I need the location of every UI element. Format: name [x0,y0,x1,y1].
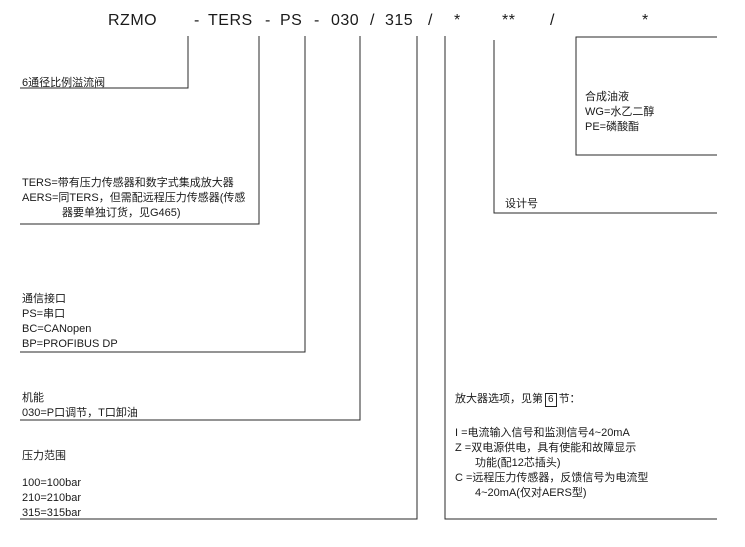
leader-comm [20,36,306,353]
sensor-line-1: TERS=带有压力传感器和数字式集成放大器 [22,177,234,189]
amplifier-option-i: I =电流输入信号和监测信号4~20mA [455,427,630,439]
code-dash: - [194,12,200,29]
code-slash: / [370,12,375,29]
seal-title: 合成油液 [585,91,629,103]
sensor-desc: TERS=带有压力传感器和数字式集成放大器 AERS=同TERS，但需配远程压力… [22,176,245,221]
function-desc: 机能 030=P口调节，T口卸油 [22,391,138,421]
code-slash: / [550,12,555,29]
valve-type-label: 6通径比例溢流阀 [22,77,106,89]
leader-valve-type [20,36,189,89]
pressure-line-3: 315=315bar [22,507,82,519]
code-comm: PS [280,12,303,29]
leader-amplifier [444,36,717,520]
leader-pressure [20,36,418,520]
leader-sensor [20,36,260,225]
code-pressure: 315 [385,12,414,29]
amplifier-options: I =电流输入信号和监测信号4~20mA Z =双电源供电，具有使能和故障显示 … [455,426,648,501]
function-line-1: 030=P口调节，T口卸油 [22,407,138,419]
code-dash: - [314,12,320,29]
section-number-box: 6 [545,393,557,407]
design-label: 设计号 [505,198,538,210]
code-amplifier: * [454,12,461,29]
pressure-title: 压力范围 [22,450,66,462]
comm-line-3: BP=PROFIBUS DP [22,338,118,350]
amplifier-option-z: Z =双电源供电，具有使能和故障显示 [455,442,637,454]
amplifier-option-c-cont: 4~20mA(仅对AERS型) [475,487,587,499]
code-dash: - [265,12,271,29]
leader-design [493,40,717,214]
comm-line-2: BC=CANopen [22,323,92,335]
sensor-line-3: 器要单独订货，见G465) [62,207,181,219]
code-slash: / [428,12,433,29]
seal-line-2: PE=磷酸酯 [585,121,640,133]
leader-seal [575,36,717,156]
amplifier-title-post: 节： [558,393,581,405]
code-sensor: TERS [208,12,253,29]
code-function: 030 [331,12,360,29]
amplifier-option-c: C =远程压力传感器，反馈信号为电流型 [455,472,649,484]
pressure-desc: 100=100bar 210=210bar 315=315bar [22,476,81,521]
amplifier-option-z-cont: 功能(配12芯插头) [475,457,561,469]
function-title: 机能 [22,392,44,404]
comm-desc: 通信接口 PS=串口 BC=CANopen BP=PROFIBUS DP [22,292,118,352]
seal-desc: 合成油液 WG=水乙二醇 PE=磷酸酯 [585,90,654,135]
pressure-line-2: 210=210bar [22,492,82,504]
sensor-line-2: AERS=同TERS，但需配远程压力传感器(传感 [22,192,246,204]
code-design: ** [502,12,516,29]
comm-line-1: PS=串口 [22,308,66,320]
comm-title: 通信接口 [22,293,66,305]
leader-function [20,36,361,421]
code-seal: * [642,12,649,29]
pressure-line-1: 100=100bar [22,477,82,489]
seal-line-1: WG=水乙二醇 [585,106,655,118]
code-series: RZMO [108,12,158,29]
amplifier-title-pre: 放大器选项，见第 [455,393,543,405]
